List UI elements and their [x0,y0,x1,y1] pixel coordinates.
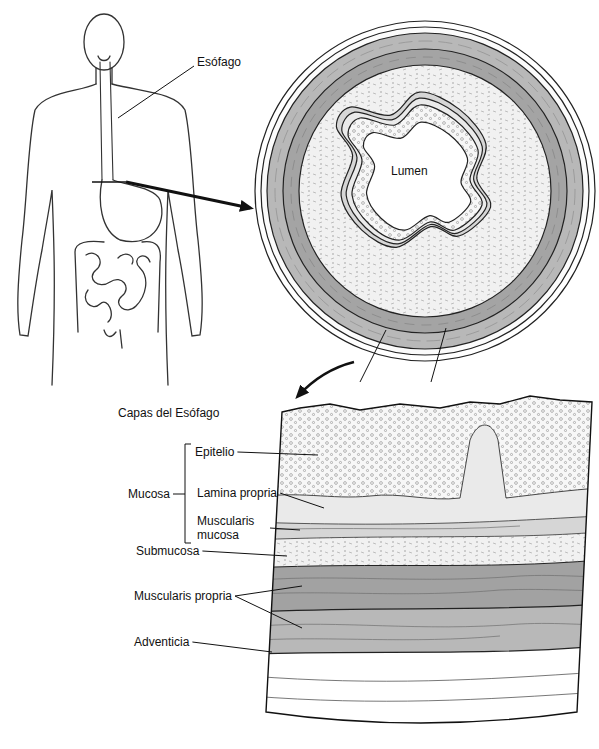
lamina-propria-ring [342,98,487,244]
small-intestine [85,254,133,322]
organ-label: Esófago [197,55,241,69]
layer-label: Epitelio [195,445,234,459]
head [84,14,124,70]
muscle-inner-ring [283,49,567,333]
muscle-texture [260,526,599,640]
zoom-arrow [126,182,250,208]
muscle-outer-ring [267,33,583,349]
group-label: Mucosa [128,487,170,501]
adventicia-ring [261,27,589,355]
large-intestine [75,241,160,332]
muscle-texture [291,57,559,325]
muscle-outer-band [250,380,599,654]
section-outline [255,21,595,361]
leader-line [192,642,272,652]
rectum [104,330,122,348]
leader-line [173,494,185,495]
small-intestine [86,253,150,310]
layer-label: Muscularis propria [134,589,232,603]
zoom-arrow [298,362,354,396]
leader-line [118,66,194,118]
body-left [18,84,96,385]
leader-line [270,528,300,530]
epithelium-ring [348,105,482,240]
wedge-outline [266,396,592,723]
leader-line [202,551,287,556]
layer-label: Lamina propria [197,486,277,500]
section-mark [92,181,126,183]
adventicia-band [250,380,599,740]
mucosa-bracket [185,444,191,543]
layer-label: Submucosa [136,544,199,558]
zoom-line [431,328,446,382]
leader-line [237,452,318,455]
muscularis-mucosa-band [250,380,599,540]
adventicia-texture [250,672,599,701]
lumen-label: Lumen [391,164,428,178]
leader-line [235,596,302,628]
esophagus-tube [100,62,113,180]
layer-label: Adventicia [134,635,189,649]
muscle-texture [275,41,575,341]
leader-line [280,493,324,508]
stomach [100,180,162,242]
lumen [363,122,470,230]
zoom-line [360,330,386,382]
layer-label: Muscularis mucosa [197,514,267,542]
lamina-propria-band [250,380,599,524]
human-figure [18,14,202,385]
muscle-inner-band [250,380,599,612]
section-heading: Capas del Esófago [118,406,219,420]
cross-section [255,21,595,361]
neck [96,68,112,84]
mouth [98,56,110,61]
leader-line [235,586,302,596]
submucosa-ring [299,65,551,317]
layer-wedge [250,380,599,740]
muscularis-mucosa-ring [336,92,491,247]
